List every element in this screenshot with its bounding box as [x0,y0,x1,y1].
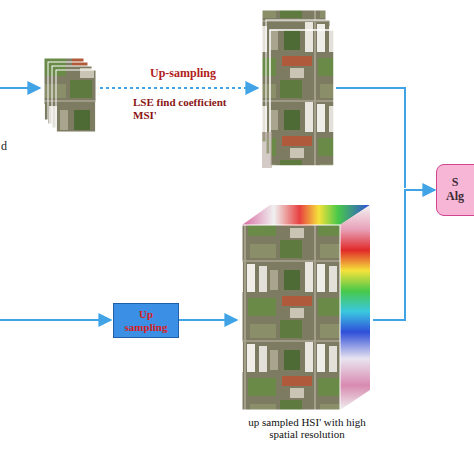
image-stack [262,10,334,168]
image-stack [44,58,96,132]
connector [179,319,237,321]
hyperspectral-cube [242,205,370,410]
node-text: S Alg [442,176,468,204]
arrow-label: LSE find coefficient MSI' [133,96,251,122]
arrow-label: Up-sampling [150,66,230,80]
image-node: up sampled HSI' with high spatial resolu… [238,205,376,443]
process-box: Up sampling [113,303,179,338]
caption: up sampled HSI' with high spatial resolu… [241,416,373,441]
connector [373,190,435,320]
arrow [0,319,111,321]
merge-line [336,88,405,188]
arrow [0,87,40,89]
algorithm-box: S Alg [436,164,474,216]
cut-label: d [1,139,15,153]
dashed-arrow [100,87,258,89]
node-text: Up sampling [118,308,174,333]
